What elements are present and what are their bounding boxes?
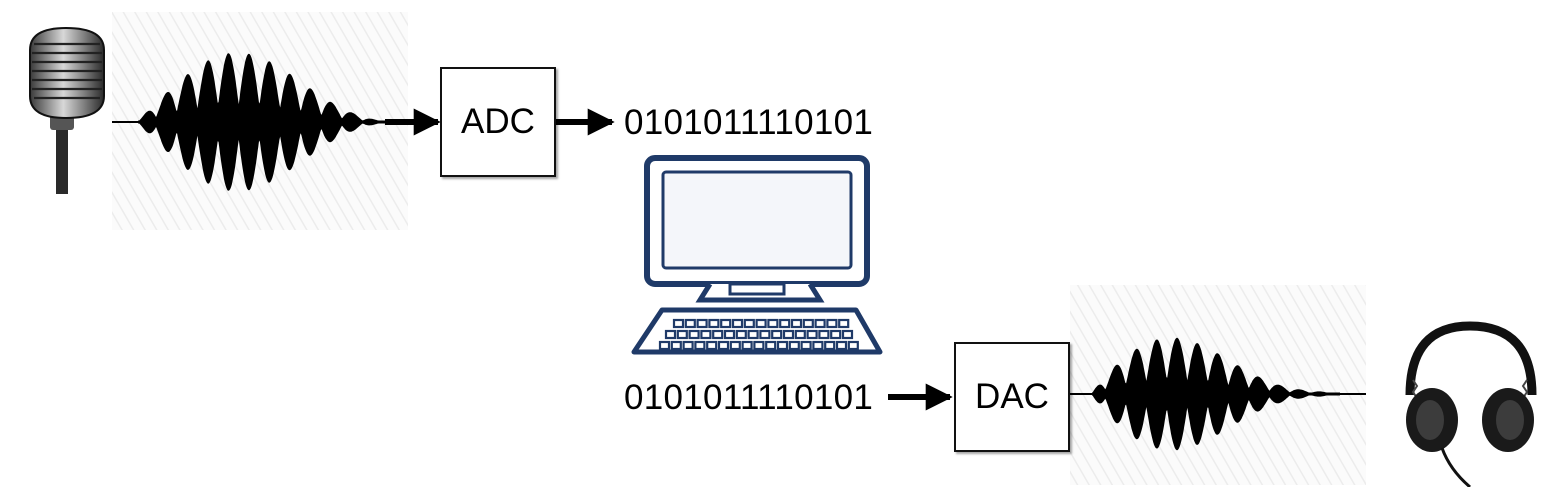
keyboard-key <box>830 329 842 340</box>
keyboard-key <box>741 340 753 351</box>
keyboard-key <box>824 340 836 351</box>
keyboard-key <box>794 329 806 340</box>
keyboard-key <box>790 318 803 329</box>
keyboard-key <box>779 318 791 329</box>
microphone-icon <box>29 26 105 194</box>
waveform-bottom <box>1092 337 1340 451</box>
keyboard-key <box>788 340 800 351</box>
waveform-top <box>138 53 388 191</box>
keyboard-key <box>658 340 671 351</box>
keyboard-key <box>712 329 724 340</box>
keyboard-key <box>688 329 700 340</box>
keyboard-key <box>835 340 848 351</box>
keyboard-key <box>782 329 795 340</box>
keyboard-key <box>700 329 712 340</box>
keyboard-key <box>694 340 706 351</box>
keyboard-key <box>735 329 747 340</box>
keyboard-key <box>717 340 730 351</box>
keyboard-key <box>706 340 718 351</box>
keyboard-key <box>818 329 830 340</box>
headphones-icon <box>1405 321 1537 487</box>
keyboard-key <box>664 329 677 340</box>
bits-top: 0101011110101 <box>624 103 874 142</box>
keyboard-key <box>800 340 812 351</box>
keyboard-key <box>755 318 767 329</box>
keyboard-key <box>723 329 736 340</box>
keyboard-key <box>684 318 696 329</box>
keyboard-key <box>838 318 850 329</box>
keyboard-key <box>743 318 755 329</box>
keyboard-key <box>814 318 826 329</box>
computer-icon <box>631 155 883 355</box>
adc-box: ADC <box>440 67 556 177</box>
keyboard-key <box>682 340 694 351</box>
keyboard-key <box>765 340 777 351</box>
keyboard-key <box>806 329 818 340</box>
keyboard-key <box>759 329 771 340</box>
dac-box: DAC <box>954 342 1070 452</box>
keyboard-key <box>729 340 741 351</box>
keyboard-key <box>802 318 814 329</box>
keyboard-key <box>776 340 789 351</box>
keyboard-key <box>841 329 854 340</box>
keyboard-key <box>747 329 759 340</box>
keyboard-key <box>771 329 783 340</box>
keyboard-key <box>731 318 744 329</box>
keyboard-key <box>847 340 859 351</box>
keyboard-key <box>696 318 708 329</box>
keyboard-key <box>708 318 720 329</box>
keyboard-key <box>670 340 682 351</box>
keyboard-key <box>826 318 838 329</box>
bits-bottom: 0101011110101 <box>624 378 874 417</box>
keyboard-key <box>812 340 824 351</box>
keyboard-key <box>767 318 779 329</box>
keyboard-key <box>720 318 732 329</box>
keyboard-key <box>753 340 765 351</box>
keyboard-key <box>676 329 688 340</box>
keyboard-key <box>672 318 685 329</box>
